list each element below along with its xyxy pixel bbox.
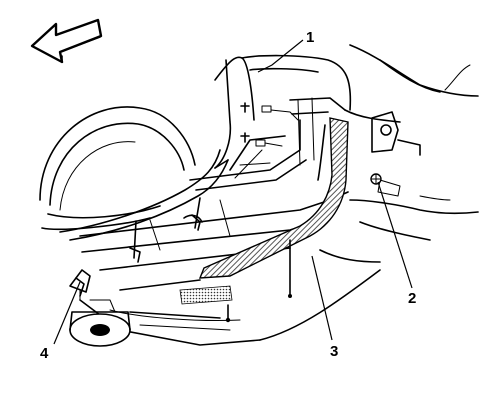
left-arrow-icon <box>30 18 103 64</box>
callout-4: 4 <box>40 345 49 362</box>
leader-lines <box>53 39 413 345</box>
floor-pan <box>79 179 479 346</box>
door-opening <box>59 149 229 241</box>
callout-1: 1 <box>306 29 314 46</box>
bracket <box>371 111 421 156</box>
callout-3: 3 <box>330 343 338 360</box>
callout-2: 2 <box>408 290 416 307</box>
sill-seal <box>198 117 349 279</box>
hub <box>69 299 131 347</box>
push-pin <box>69 269 91 293</box>
body-pillar <box>214 44 479 169</box>
rocker-panel <box>79 97 349 291</box>
bolt <box>370 173 382 185</box>
fasteners <box>75 102 299 323</box>
wheel-well <box>39 106 196 231</box>
underbody <box>179 285 233 305</box>
